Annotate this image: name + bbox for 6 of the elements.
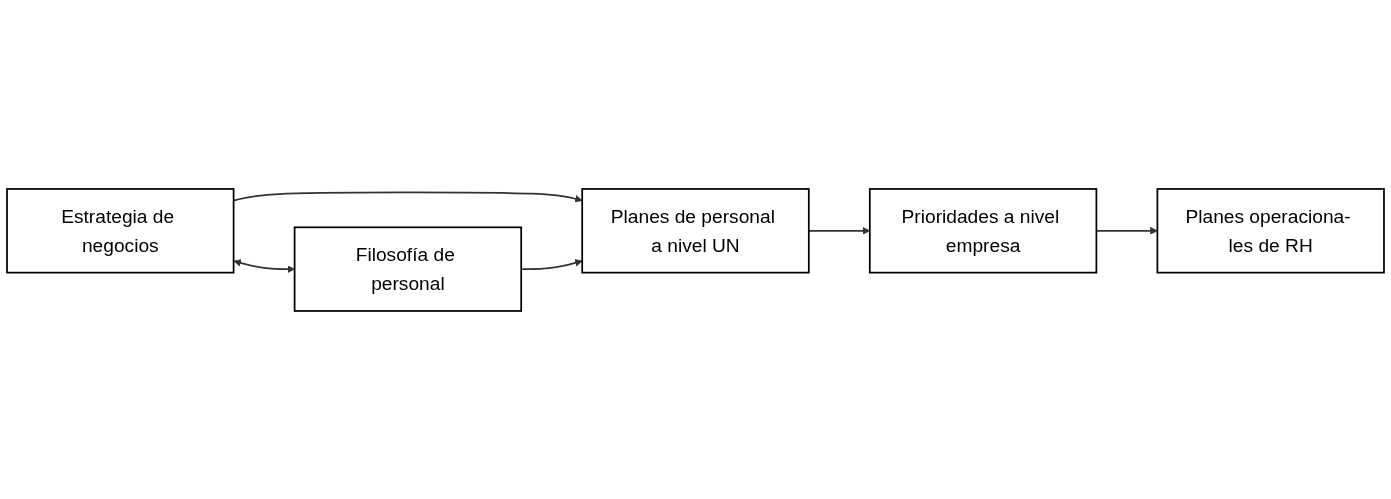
arrow (233, 258, 295, 273)
node-box: Prioridades a nivel empresa (868, 187, 1098, 273)
node-box: Estrategia de negocios (6, 187, 235, 273)
node-box: Filosofía de personal (293, 225, 523, 312)
node-box: Planes operaciona- les de RH (1156, 187, 1385, 273)
node-box: Planes de personal a nivel UN (581, 187, 810, 273)
